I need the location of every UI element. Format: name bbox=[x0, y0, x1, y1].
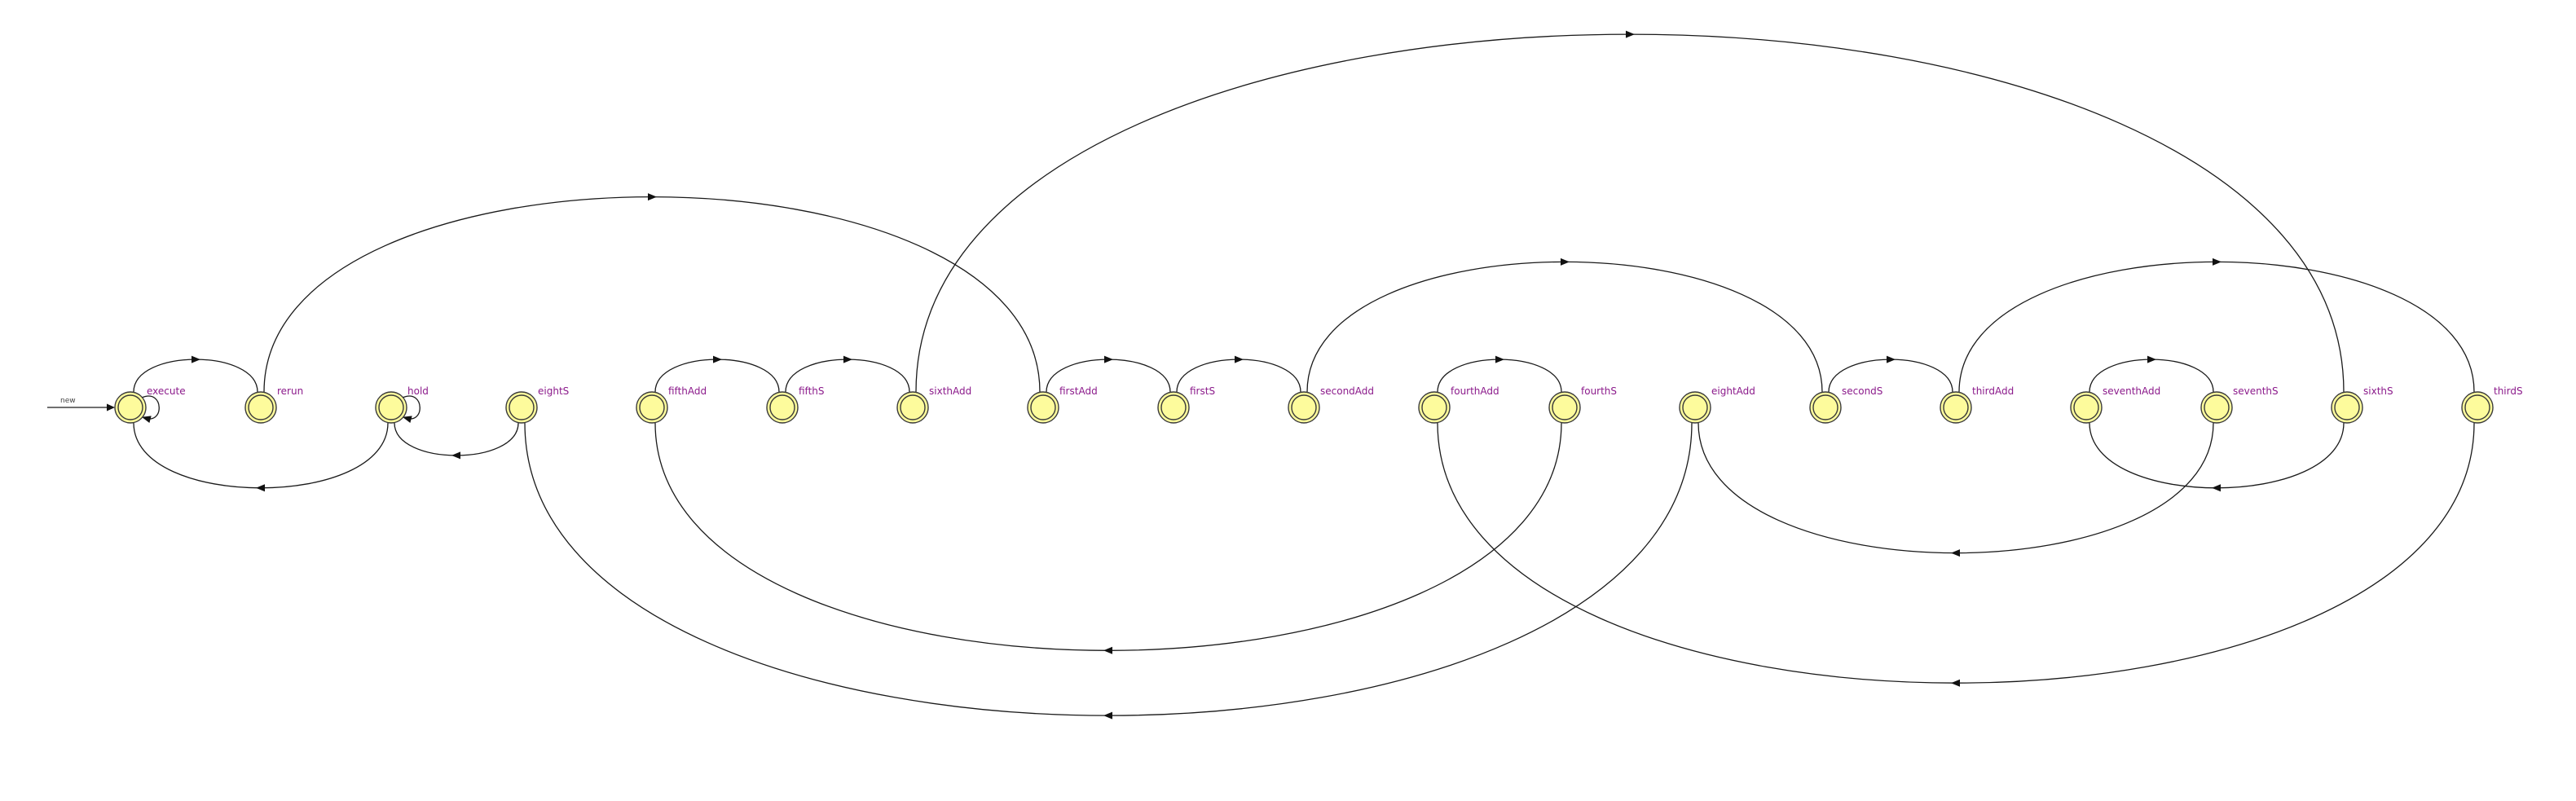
state-label: fifthS bbox=[799, 385, 825, 397]
transition-hold-to-hold bbox=[402, 395, 421, 424]
state-first-add[interactable]: firstAdd bbox=[1027, 385, 1098, 424]
transition-sixth-s-to-seventh-add bbox=[2089, 422, 2345, 492]
start-label: new bbox=[60, 397, 76, 405]
state-seventh-s[interactable]: seventhS bbox=[2200, 385, 2279, 424]
accept-state-ring bbox=[2334, 394, 2360, 420]
transition-third-add-to-third-s bbox=[1958, 257, 2475, 393]
transition-third-s-to-fourth-add bbox=[1437, 422, 2475, 687]
transition-first-add-to-first-s bbox=[1046, 355, 1171, 393]
accept-state-ring bbox=[2464, 394, 2490, 420]
transition-hold-to-execute bbox=[133, 422, 389, 492]
state-label: execute bbox=[147, 385, 186, 397]
state-label: thirdAdd bbox=[1972, 385, 2014, 397]
accept-state-ring bbox=[1812, 394, 1838, 420]
state-label: rerun bbox=[277, 385, 303, 397]
transition-eight-add-to-eight-s bbox=[524, 422, 1693, 720]
state-label: firstS bbox=[1190, 385, 1215, 397]
transition-sixth-add-to-sixth-s bbox=[915, 30, 2345, 393]
state-fourth-add[interactable]: fourthAdd bbox=[1418, 385, 1499, 424]
accept-state-ring bbox=[509, 394, 535, 420]
transition-second-add-to-second-s bbox=[1306, 257, 1823, 393]
state-label: sixthAdd bbox=[929, 385, 971, 397]
accept-state-ring bbox=[2204, 394, 2230, 420]
transition-execute-to-execute bbox=[141, 395, 160, 424]
transition-fourth-add-to-fourth-s bbox=[1437, 355, 1562, 393]
accept-state-ring bbox=[769, 394, 795, 420]
state-label: secondS bbox=[1842, 385, 1882, 397]
transition-seventh-add-to-seventh-s bbox=[2089, 355, 2214, 393]
accept-state-ring bbox=[1291, 394, 1317, 420]
state-first-s[interactable]: firstS bbox=[1157, 385, 1215, 424]
transition-eight-s-to-hold bbox=[394, 422, 519, 460]
accept-state-ring bbox=[2073, 394, 2099, 420]
state-label: sixthS bbox=[2363, 385, 2393, 397]
transition-fifth-add-to-fifth-s bbox=[654, 355, 780, 393]
state-label: firstAdd bbox=[1059, 385, 1098, 397]
state-seventh-add[interactable]: seventhAdd bbox=[2070, 385, 2160, 424]
state-label: fifthAdd bbox=[668, 385, 707, 397]
state-label: secondAdd bbox=[1320, 385, 1374, 397]
transition-first-s-to-second-add bbox=[1176, 355, 1301, 393]
state-label: fourthAdd bbox=[1451, 385, 1499, 397]
state-sixth-s[interactable]: sixthS bbox=[2331, 385, 2393, 424]
state-rerun[interactable]: rerun bbox=[244, 385, 303, 424]
transition-rerun-to-first-add bbox=[263, 193, 1041, 393]
accept-state-ring bbox=[1552, 394, 1578, 420]
state-fourth-s[interactable]: fourthS bbox=[1548, 385, 1617, 424]
accept-state-ring bbox=[378, 394, 404, 420]
state-fifth-add[interactable]: fifthAdd bbox=[636, 385, 707, 424]
accept-state-ring bbox=[1943, 394, 1969, 420]
state-label: eightAdd bbox=[1711, 385, 1755, 397]
state-sixth-add[interactable]: sixthAdd bbox=[896, 385, 971, 424]
accept-state-ring bbox=[639, 394, 665, 420]
state-label: hold bbox=[407, 385, 429, 397]
transition-second-s-to-third-add bbox=[1828, 355, 1953, 393]
accept-state-ring bbox=[1160, 394, 1187, 420]
transition-fifth-s-to-sixth-add bbox=[785, 355, 910, 393]
accept-state-ring bbox=[900, 394, 926, 420]
accept-state-ring bbox=[117, 394, 143, 420]
state-eight-add[interactable]: eightAdd bbox=[1679, 385, 1755, 424]
state-second-add[interactable]: secondAdd bbox=[1288, 385, 1374, 424]
state-third-add[interactable]: thirdAdd bbox=[1940, 385, 2014, 424]
state-label: fourthS bbox=[1581, 385, 1617, 397]
state-hold[interactable]: hold bbox=[375, 385, 429, 424]
state-label: thirdS bbox=[2494, 385, 2523, 397]
state-fifth-s[interactable]: fifthS bbox=[766, 385, 825, 424]
transition-execute-to-rerun bbox=[133, 355, 258, 393]
state-label: seventhAdd bbox=[2103, 385, 2160, 397]
accept-state-ring bbox=[248, 394, 274, 420]
accept-state-ring bbox=[1030, 394, 1056, 420]
state-second-s[interactable]: secondS bbox=[1809, 385, 1882, 424]
start-transition: new bbox=[47, 397, 115, 412]
accept-state-ring bbox=[1682, 394, 1708, 420]
state-label: eightS bbox=[538, 385, 569, 397]
state-third-s[interactable]: thirdS bbox=[2461, 385, 2523, 424]
state-eight-s[interactable]: eightS bbox=[505, 385, 569, 424]
accept-state-ring bbox=[1421, 394, 1447, 420]
transition-seventh-s-to-eight-add bbox=[1698, 422, 2214, 557]
state-label: seventhS bbox=[2233, 385, 2279, 397]
transition-fourth-s-to-fifth-add bbox=[654, 422, 1562, 654]
